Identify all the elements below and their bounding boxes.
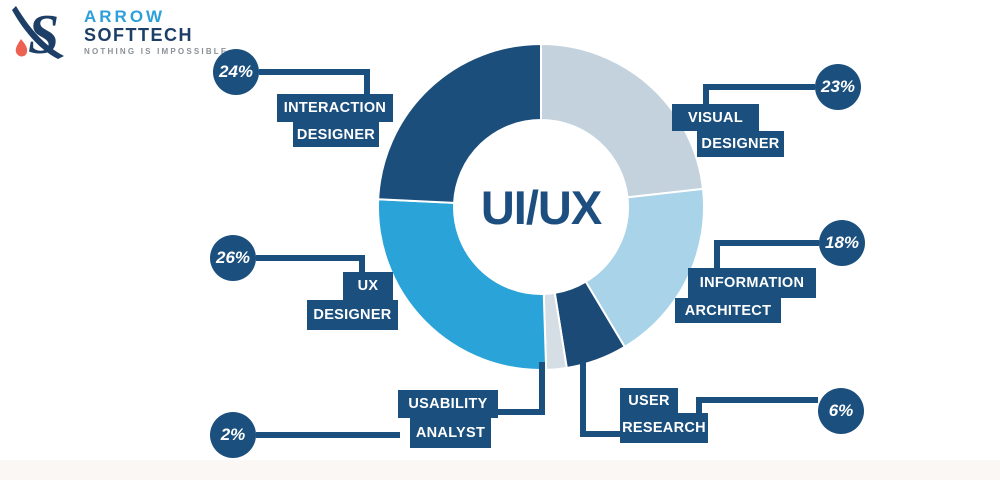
label-visual-designer-line1: VISUAL <box>672 104 759 131</box>
pct-badge-usability-analyst: 2% <box>210 412 256 458</box>
label-ux-designer-line1: UX <box>343 272 393 300</box>
label-visual-designer-line2: DESIGNER <box>697 131 784 157</box>
connector-ux <box>256 255 365 275</box>
brand-logo: S ARROW SOFTTECH NOTHING IS IMPOSSIBLE <box>12 4 242 62</box>
pct-badge-user-research: 6% <box>818 388 864 434</box>
connector-lines <box>256 69 819 438</box>
pct-badge-information-architect: 18% <box>819 220 865 266</box>
droplet-icon <box>15 39 28 57</box>
label-information-architect-line1: INFORMATION <box>688 268 816 298</box>
connector-interaction <box>259 69 370 97</box>
connector-visual <box>703 84 815 107</box>
segment-ux-designer <box>377 198 548 371</box>
brand-monogram-icon: S <box>12 4 64 60</box>
pct-badge-ux-designer: 26% <box>210 235 256 281</box>
pct-badge-interaction-designer: 24% <box>213 49 259 95</box>
brand-name-softtech: SOFTTECH <box>84 25 193 45</box>
label-interaction-designer-line2: DESIGNER <box>293 122 379 147</box>
segment-visual-designer <box>540 42 705 199</box>
pct-badge-visual-designer: 23% <box>815 64 861 110</box>
label-interaction-designer-line1: INTERACTION <box>277 94 393 122</box>
label-usability-analyst-line1: USABILITY <box>398 390 498 418</box>
monogram-a-stroke <box>12 6 64 59</box>
connector-donut-user <box>580 362 622 437</box>
connector-user-pct <box>696 397 818 414</box>
chart-center-title: UI/UX <box>480 180 602 234</box>
brand-name-arrow: ARROW <box>84 7 166 26</box>
donut-ring <box>377 42 705 371</box>
bottom-strip <box>0 460 1000 480</box>
label-information-architect-line2: ARCHITECT <box>675 298 781 323</box>
segment-interaction-designer <box>377 42 542 204</box>
label-user-research-line1: USER <box>620 388 678 413</box>
brand-tagline: NOTHING IS IMPOSSIBLE <box>84 47 229 56</box>
label-ux-designer-line2: DESIGNER <box>307 300 398 330</box>
connector-information <box>714 240 819 271</box>
label-usability-analyst-line2: ANALYST <box>410 418 491 448</box>
label-user-research-line2: RESEARCH <box>620 413 708 443</box>
brand-wordmark: ARROW SOFTTECH NOTHING IS IMPOSSIBLE <box>84 7 229 57</box>
monogram-s: S <box>28 4 59 60</box>
connector-donut-usability <box>497 362 545 415</box>
segment-information-architect <box>584 187 705 349</box>
